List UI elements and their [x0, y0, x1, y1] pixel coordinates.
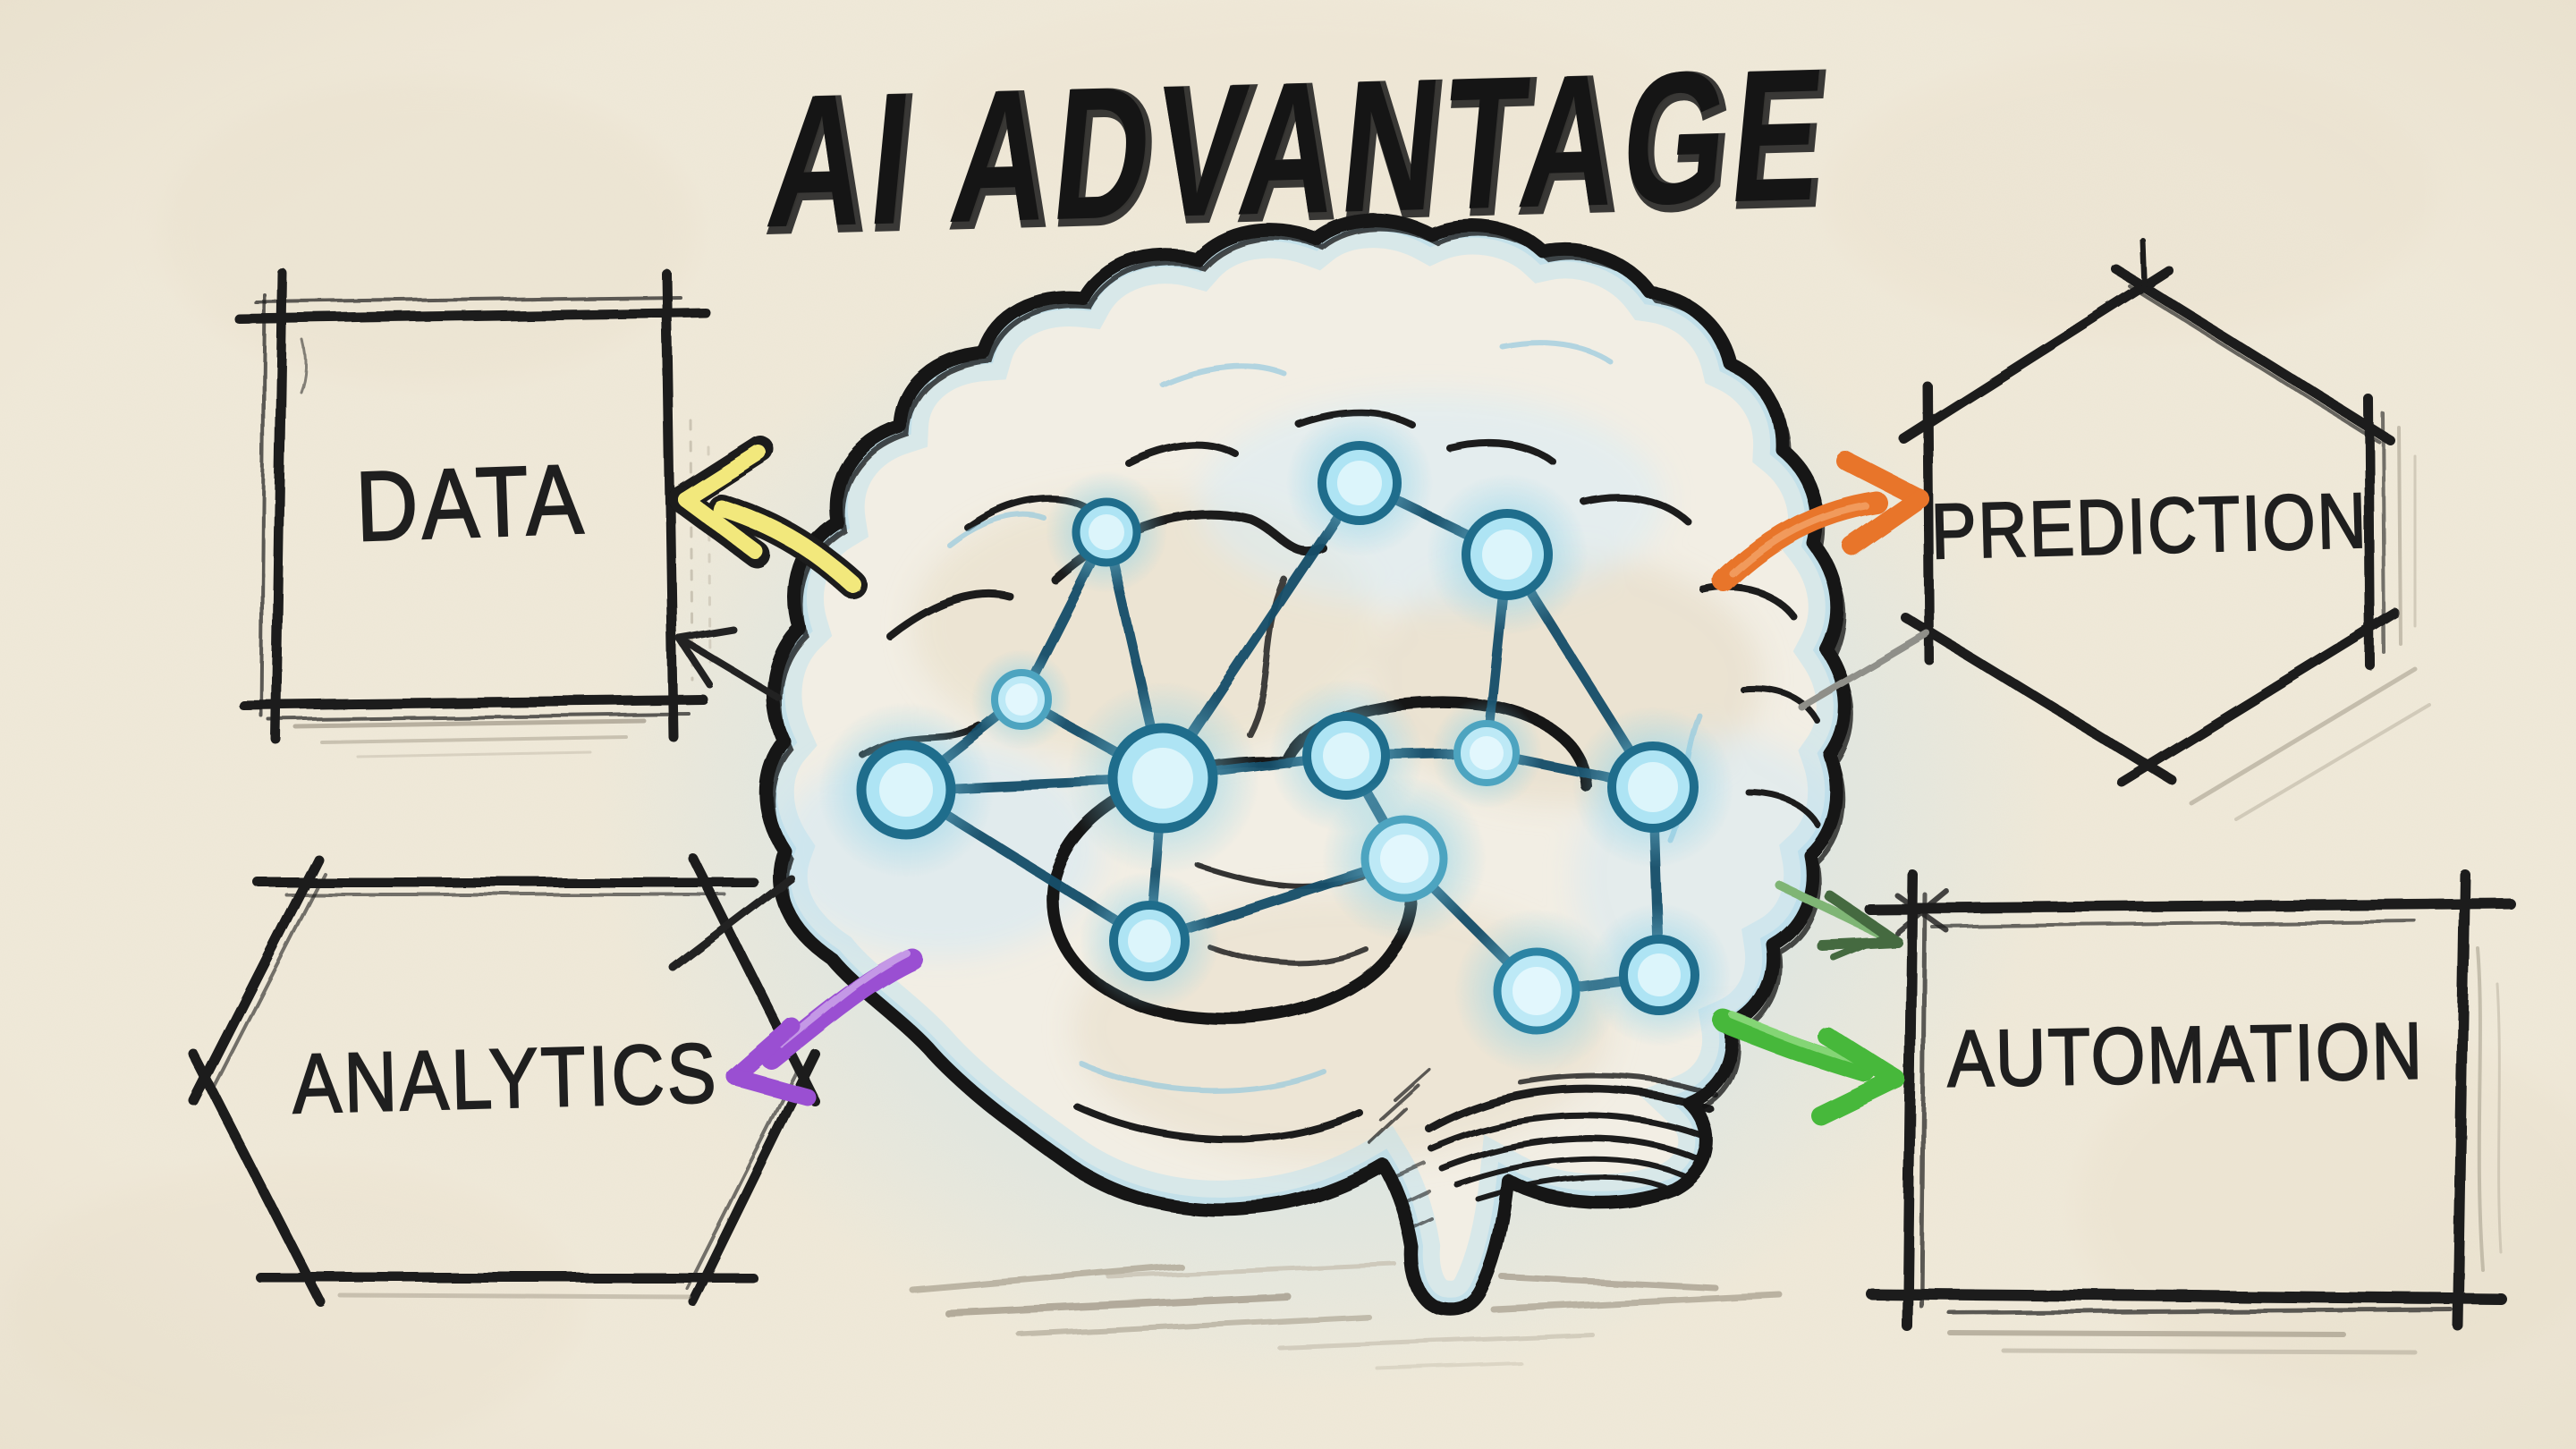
yellow-arrow [668, 436, 866, 597]
black-arrow [676, 626, 782, 701]
green-arrow [1713, 1010, 1906, 1126]
neural-network-nodes [818, 410, 1733, 1073]
prediction-label: PREDICTION [1930, 478, 2369, 576]
network-node [971, 649, 1072, 750]
network-node [1588, 903, 1731, 1046]
cerebellum [1368, 1068, 1718, 1233]
network-node [1046, 471, 1167, 593]
analytics-hexagon-border [188, 853, 820, 1307]
automation-box: AUTOMATION [1864, 869, 2515, 1355]
prediction-pencil-shadow [2189, 426, 2431, 821]
network-node [1066, 682, 1259, 875]
temporal-lobe-fold [1046, 696, 1594, 1025]
network-node [1286, 410, 1433, 556]
automation-label: AUTOMATION [1946, 1005, 2424, 1104]
brain-outline [758, 212, 1854, 1317]
title-text-shadow: AI ADVANTAGE [764, 32, 1842, 270]
automation-pencil-shadow [1947, 946, 2503, 1355]
orange-arrow [1713, 450, 1929, 593]
purple-arrow [726, 948, 923, 1106]
ground-shadow [909, 1262, 1784, 1370]
data-box-pencil-shadow [292, 419, 712, 758]
analytics-label: ANALYTICS [292, 1025, 720, 1131]
automation-box-border [1864, 869, 2515, 1331]
data-label: DATA [354, 443, 589, 562]
network-node [1572, 707, 1733, 868]
network-node [1454, 909, 1619, 1073]
network-node [1322, 776, 1487, 941]
page-title: AI ADVANTAGE AI ADVANTAGE [760, 29, 1844, 274]
network-node [1427, 474, 1588, 635]
gray-line [1798, 630, 1930, 710]
network-node [818, 702, 994, 877]
black-line [669, 874, 795, 972]
dark-green-arrow [1775, 881, 1902, 961]
data-box: DATA [234, 268, 712, 758]
analytics-hexagon: ANALYTICS [188, 853, 820, 1307]
prediction-hexagon: PREDICTION [1898, 237, 2431, 821]
analytics-pencil-shadow [337, 1292, 691, 1300]
arrows [668, 436, 1930, 1126]
data-box-border [234, 268, 710, 744]
prediction-hexagon-border [1898, 237, 2401, 787]
network-node [1080, 871, 1219, 1011]
network-node [1431, 698, 1542, 809]
